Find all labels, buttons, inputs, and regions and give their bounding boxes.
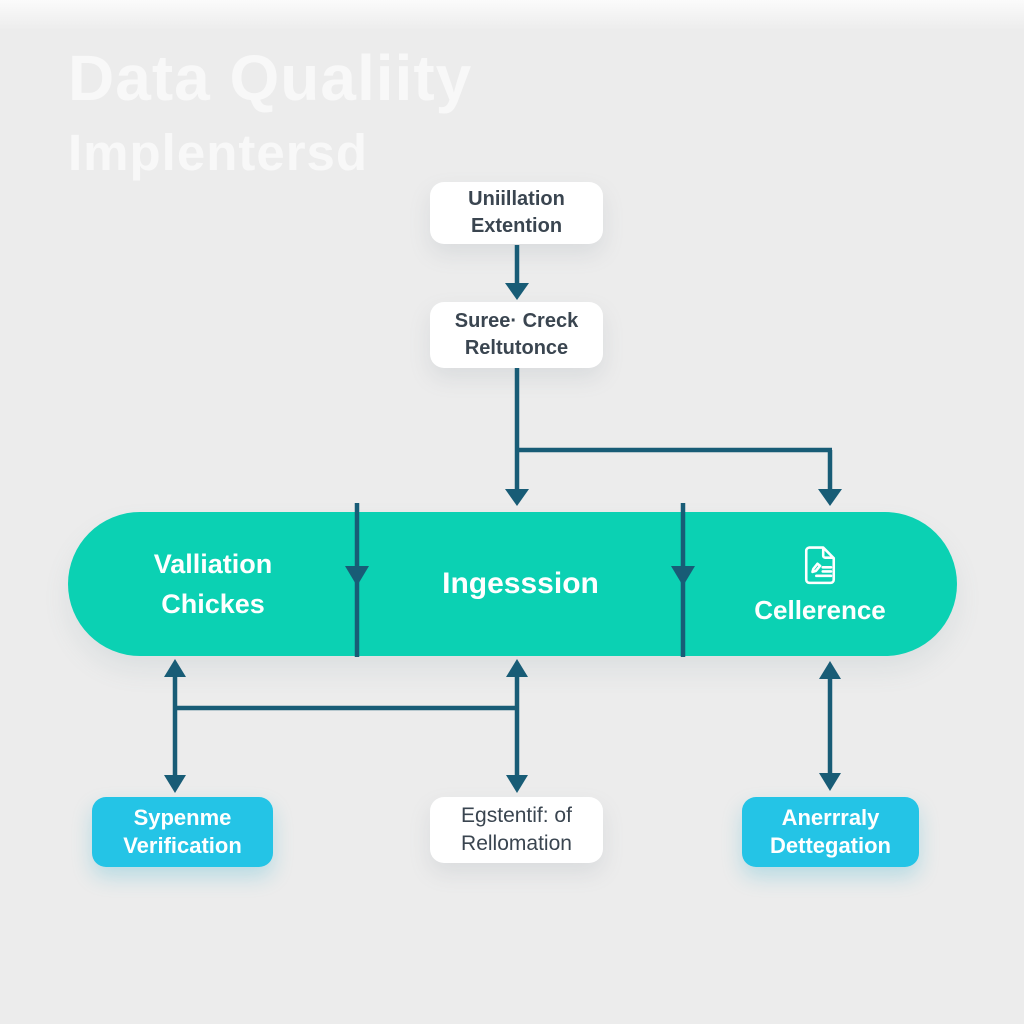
node-label-line: Egstentif: of [461,804,572,827]
pipeline-section-cellerence: Cellerence [683,512,957,656]
node-label-line: Reltutonce [464,337,569,359]
arrowhead-up [164,659,186,677]
node-egstentif-rellomation: Egstentif: of Rellomation [430,797,603,863]
arrowhead-down [505,489,529,506]
node-anerrraly-dettegation: Anerrraly Dettegation [742,797,919,867]
node-label-line: Rellomation [461,832,572,855]
node-label-line: Suree· Creck [454,310,579,332]
arrowhead-down [819,773,841,791]
node-label-line: Extention [470,215,563,237]
pipeline-label-line: Chickes [161,589,265,619]
document-edit-icon [804,545,836,584]
arrowhead-down [505,283,529,300]
pipeline-section-valliation: Valliation Chickes [68,512,358,656]
node-label-line: Sypenme [133,805,232,830]
pipeline-section-ingesssion: Ingesssion [358,512,683,656]
pipeline-bar [68,512,957,656]
node-uniillation-extention: Uniillation Extention [430,182,603,244]
arrowhead-down [818,489,842,506]
node-label-line: Dettegation [770,833,891,858]
pipeline-label: Ingesssion [442,567,599,600]
node-label-line: Anerrraly [781,805,880,830]
pipeline-label: Cellerence [754,594,886,625]
title-line-1: Data Qualiity [68,42,473,114]
arrowhead-down [506,775,528,793]
diagram-title: Data Qualiity Implentersd [68,40,472,184]
pipeline-label-line: Valliation [153,549,273,579]
node-label-line: Uniillation [468,188,565,210]
arrowhead-down [164,775,186,793]
arrowhead-up [819,661,841,679]
node-sypenme-verification: Sypenme Verification [92,797,273,867]
title-line-2: Implentersd [68,124,369,181]
node-label-line: Verification [123,833,242,858]
arrowhead-up [506,659,528,677]
node-suree-creck: Suree· Creck Reltutonce [430,302,603,368]
